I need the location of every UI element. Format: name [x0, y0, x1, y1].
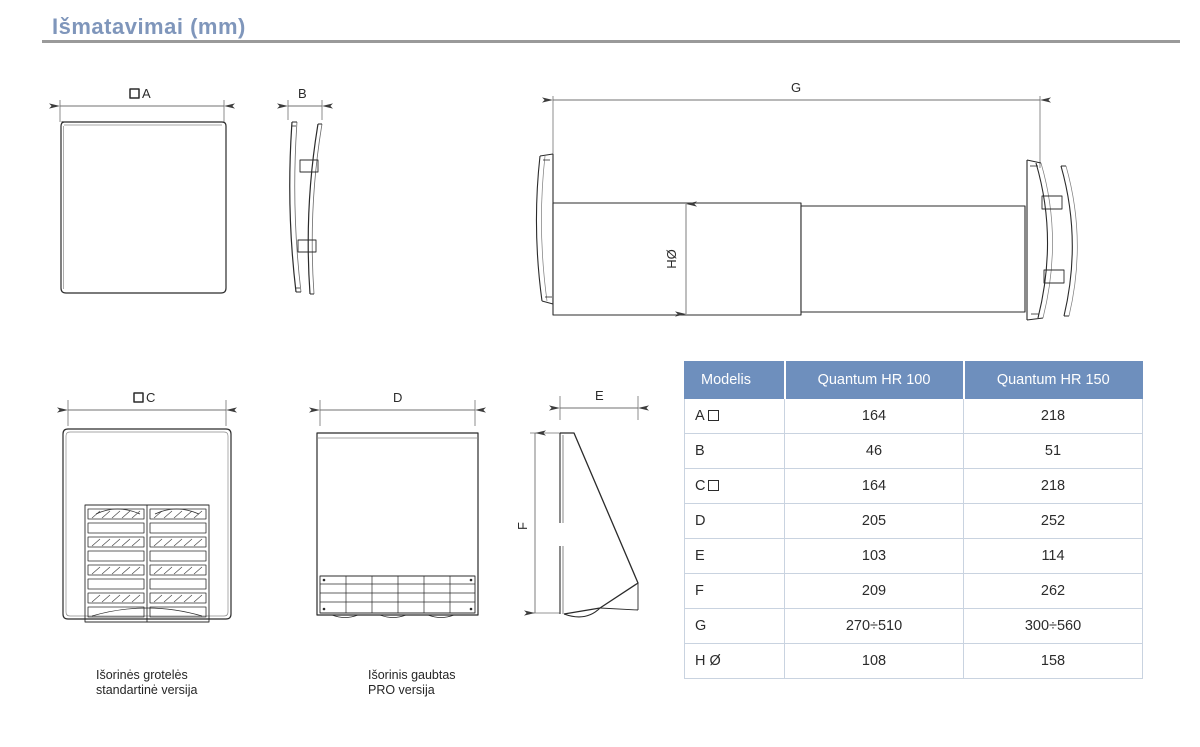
- caption-hood: Išorinis gaubtas PRO versija: [368, 668, 456, 698]
- caption-grille: Išorinės grotelės standartinė versija: [96, 668, 197, 698]
- row-label-text: F: [695, 583, 704, 599]
- value-hr100: 205: [784, 503, 964, 539]
- value-hr100: 209: [784, 573, 964, 609]
- row-label-text: B: [695, 443, 705, 459]
- value-hr150: 252: [963, 503, 1143, 539]
- square-symbol-icon: [708, 480, 720, 491]
- title-divider: [42, 40, 1180, 43]
- drawing-hood-side: E F: [515, 388, 649, 618]
- table-header: Modelis Quantum HR 100 Quantum HR 150: [684, 361, 1143, 399]
- caption-grille-line2: standartinė versija: [96, 683, 198, 697]
- value-hr150: 300÷560: [963, 608, 1143, 644]
- value-hr100: 164: [784, 468, 964, 504]
- value-hr150: 158: [963, 643, 1143, 679]
- drawing-front-panel: A: [49, 86, 235, 294]
- row-label-a: A: [684, 398, 785, 434]
- row-label-text: E: [695, 548, 705, 564]
- row-label-text: G: [695, 618, 707, 634]
- row-label-text: C: [695, 478, 706, 494]
- value-hr100: 108: [784, 643, 964, 679]
- svg-text:G: G: [791, 80, 801, 95]
- value-hr150: 114: [963, 538, 1143, 574]
- caption-hood-line2: PRO versija: [368, 683, 435, 697]
- dimensions-table-container: Modelis Quantum HR 100 Quantum HR 150 A 1…: [684, 361, 1143, 679]
- caption-grille-line1: Išorinės grotelės: [96, 668, 188, 682]
- svg-text:D: D: [393, 390, 402, 405]
- dimensions-table: Modelis Quantum HR 100 Quantum HR 150 A 1…: [684, 361, 1143, 679]
- drawing-side-panel: B: [277, 86, 333, 295]
- row-label-text: A: [695, 408, 705, 424]
- header-hr150: Quantum HR 150: [963, 361, 1143, 399]
- value-hr100: 164: [784, 398, 964, 434]
- svg-text:HØ: HØ: [664, 249, 679, 269]
- value-hr100: 270÷510: [784, 608, 964, 644]
- value-hr150: 51: [963, 433, 1143, 469]
- row-label-c: C: [684, 468, 785, 504]
- header-model: Modelis: [684, 361, 786, 399]
- technical-drawings-area: A B G: [0, 48, 1200, 697]
- value-hr100: 46: [784, 433, 964, 469]
- row-label-text: H Ø: [695, 653, 721, 669]
- value-hr150: 218: [963, 398, 1143, 434]
- row-label-text: D: [695, 513, 706, 529]
- row-label-h-ø: H Ø: [684, 643, 785, 679]
- dimension-drawings-svg: A B G: [49, 80, 1078, 623]
- svg-text:A: A: [142, 86, 151, 101]
- row-label-f: F: [684, 573, 785, 609]
- drawing-hood: D: [309, 390, 486, 618]
- square-symbol-icon: [707, 410, 719, 421]
- row-label-e: E: [684, 538, 785, 574]
- value-hr150: 262: [963, 573, 1143, 609]
- svg-text:E: E: [595, 388, 604, 403]
- table-header-row: Modelis Quantum HR 100 Quantum HR 150: [684, 361, 1143, 399]
- svg-text:B: B: [298, 86, 307, 101]
- header-hr100: Quantum HR 100: [784, 361, 965, 399]
- value-hr100: 103: [784, 538, 964, 574]
- drawing-duct-section: G HØ: [535, 80, 1078, 321]
- drawing-grille: C: [57, 390, 237, 623]
- svg-text:F: F: [515, 522, 530, 530]
- page-header: Išmatavimai (mm): [0, 0, 1200, 48]
- caption-hood-line1: Išorinis gaubtas: [368, 668, 456, 682]
- row-label-b: B: [684, 433, 785, 469]
- value-hr150: 218: [963, 468, 1143, 504]
- row-label-d: D: [684, 503, 785, 539]
- page-title: Išmatavimai (mm): [52, 14, 246, 39]
- svg-text:C: C: [146, 390, 155, 405]
- row-label-g: G: [684, 608, 785, 644]
